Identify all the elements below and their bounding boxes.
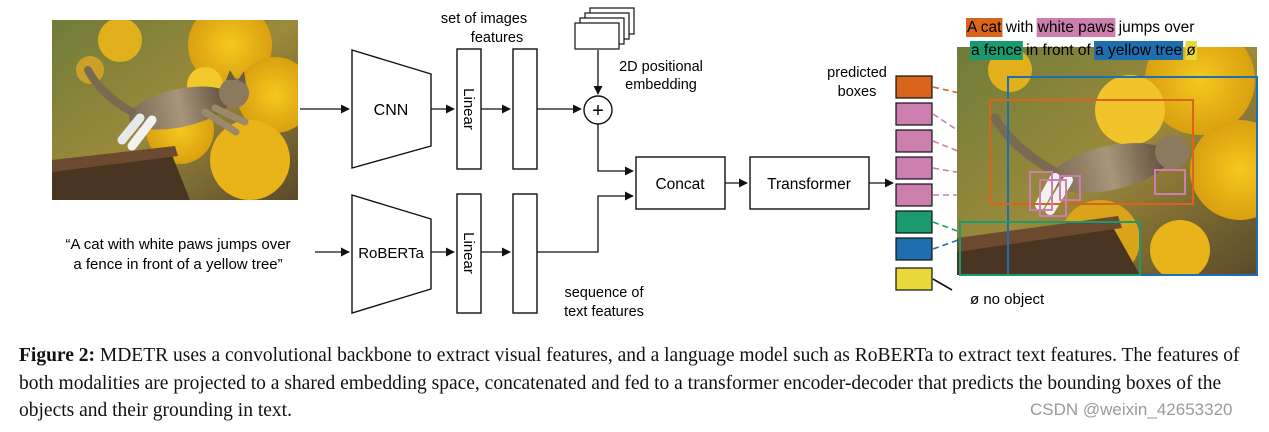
concat-block: Concat (635, 156, 726, 210)
grounded-highlight-line2-0 (970, 41, 1023, 60)
concat-label: Concat (655, 176, 705, 193)
cnn-label: CNN (374, 102, 409, 119)
image-features-box (512, 48, 538, 170)
predicted-box-2 (895, 102, 933, 126)
region-white-paw-2 (1039, 179, 1067, 217)
region-white-paw-4 (1059, 175, 1081, 201)
predicted-box-8 (895, 267, 933, 291)
watermark: CSDN @weixin_42653320 (1030, 400, 1233, 419)
grounded-highlight-line1-0 (966, 18, 1003, 37)
grounded-highlight-line2-4 (1185, 41, 1197, 60)
plus-symbol: + (592, 100, 604, 122)
grounded-text-line2-span-1: in front of (1022, 42, 1095, 59)
cat (84, 66, 249, 151)
grounded-text-line1-span-1: with (1001, 19, 1037, 36)
predicted-box-1 (895, 75, 933, 99)
grounded-text-line2-span-0: a fence (971, 42, 1022, 59)
text-features-label-line1: sequence of (564, 285, 644, 301)
predicted-box-6 (895, 210, 933, 234)
mdetr-architecture-diagram: CNN Linear set of images features 2D pos… (52, 7, 1258, 320)
predicted-box-4 (895, 156, 933, 180)
linear-label-text: Linear (460, 232, 477, 274)
linear-label-image: Linear (460, 88, 477, 130)
figure-label: Figure 2: (19, 345, 96, 366)
region-white-paw-3 (1154, 169, 1186, 195)
output-image (957, 47, 1257, 275)
predicted-box-7 (895, 237, 933, 261)
pos-embedding-label-line1: 2D positional (619, 59, 703, 75)
grounded-text-line2-span-4: ø (1186, 42, 1196, 59)
figure-caption: Figure 2: MDETR uses a convolutional bac… (19, 342, 1259, 425)
positional-embedding-stack (574, 7, 635, 50)
region-a-cat (989, 99, 1194, 205)
output-fence (957, 216, 1140, 275)
input-image (52, 20, 298, 200)
transformer-block: Transformer (749, 156, 870, 210)
roberta-block: RoBERTa (351, 194, 432, 314)
fence (52, 146, 190, 200)
predicted-boxes-label-line2: boxes (838, 84, 877, 100)
caption-text: MDETR uses a convolutional backbone to e… (19, 345, 1240, 421)
roberta-label: RoBERTa (358, 245, 424, 262)
transformer-label: Transformer (767, 176, 851, 193)
input-text-line1: “A cat with white paws jumps over (65, 236, 290, 253)
pos-embedding-label-line2: embedding (625, 77, 697, 93)
grounded-text-line1-span-3: jumps over (1114, 19, 1194, 36)
text-features-box (512, 193, 538, 314)
addition-node: + (583, 95, 613, 125)
grounded-highlight-line1-2 (1036, 18, 1116, 37)
input-text-line2: a fence in front of a yellow tree” (73, 256, 282, 273)
text-features-label-line2: text features (564, 304, 644, 320)
linear-block-image: Linear (456, 48, 482, 170)
grounded-text-line2-span-2: a yellow tree (1095, 42, 1182, 59)
grounded-text-line1-span-2: white paws (1037, 19, 1115, 36)
grounded-text-line1-span-0: A cat (967, 19, 1002, 36)
image-features-label-line1: set of images (441, 11, 527, 27)
no-object-label: ø no object (970, 291, 1045, 308)
predicted-box-3 (895, 129, 933, 153)
predicted-box-5 (895, 183, 933, 207)
predicted-boxes-label-line1: predicted (827, 65, 887, 81)
cnn-block: CNN (351, 49, 432, 169)
arrow-plus-to-concat (597, 124, 634, 176)
region-a-fence (959, 221, 1141, 276)
predicted-box-column (895, 75, 933, 291)
image-features-label-line2: features (471, 30, 523, 46)
linear-block-text: Linear (456, 193, 482, 314)
grounded-highlight-line2-2 (1094, 41, 1184, 60)
arrow-text-features-to-concat (537, 191, 634, 253)
detection-rectangles (959, 76, 1258, 276)
